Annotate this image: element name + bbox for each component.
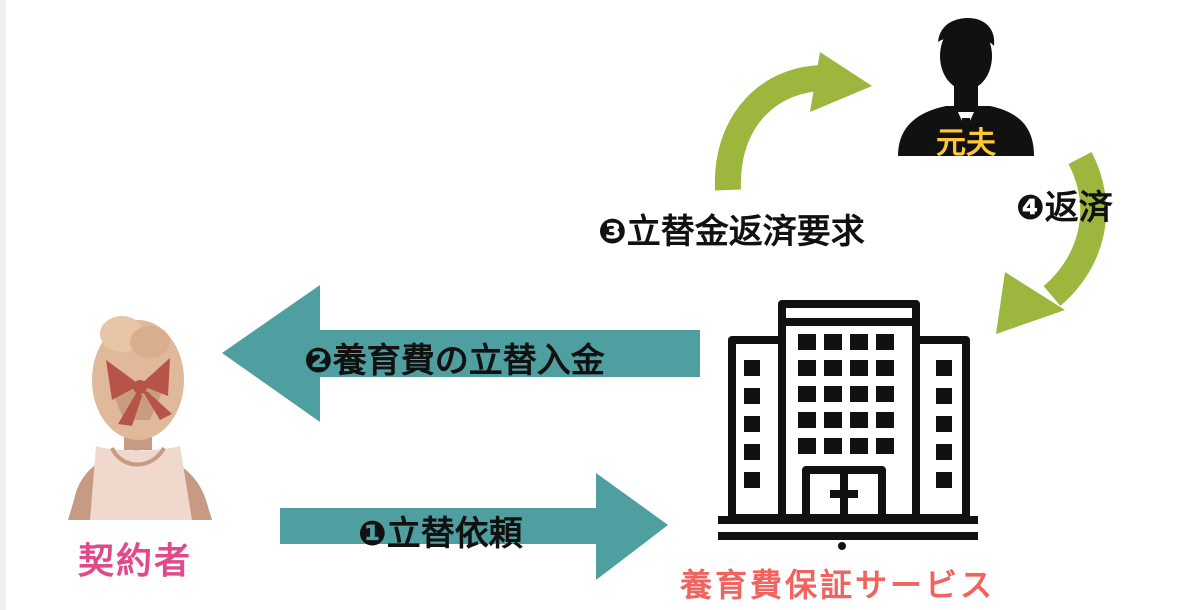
building-windows: [744, 334, 952, 550]
arrow-service-to-ex-husband: [714, 52, 872, 191]
contractor-label: 契約者: [78, 541, 193, 582]
ex-husband-label: 元夫: [936, 126, 996, 161]
man-silhouette-icon: [898, 18, 1034, 156]
service-label: 養育費保証サービス: [680, 566, 996, 604]
arrow-contractor-to-service: [280, 473, 668, 580]
left-border-strip: [0, 0, 6, 610]
step3-label: ❸立替金返済要求: [598, 212, 865, 252]
woman-avatar-icon: [68, 316, 212, 520]
step1-label: ❶立替依頼: [358, 514, 523, 554]
arrow-ex-husband-to-service: [996, 152, 1107, 334]
office-building-icon: [718, 300, 978, 540]
step2-label: ❷養育費の立替入金: [304, 341, 605, 381]
step4-label: ❹返済: [1016, 188, 1113, 228]
arrow-service-to-contractor: [222, 285, 700, 422]
